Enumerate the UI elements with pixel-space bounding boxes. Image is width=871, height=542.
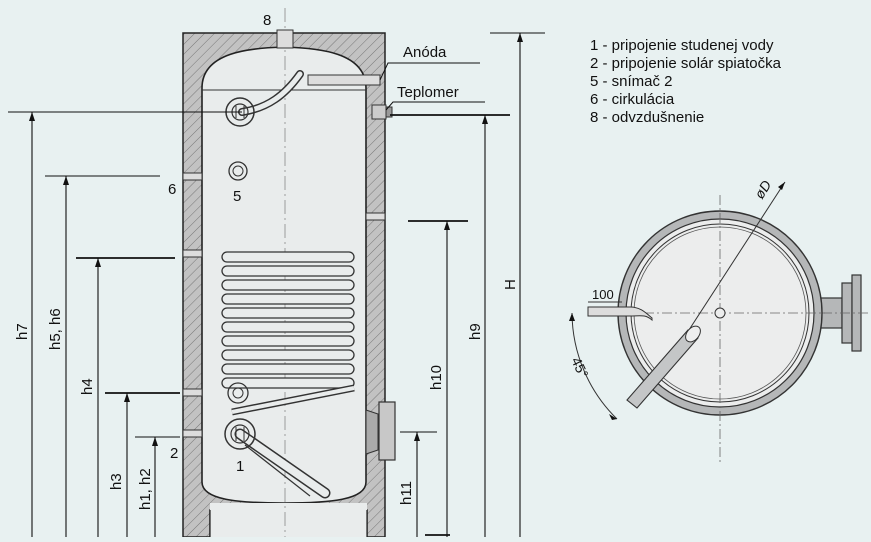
heat-exchanger-coil [221,251,355,389]
dim-h9: h9 [467,323,484,340]
label-anoda: Anóda [403,44,447,61]
label-1: 1 [236,458,244,475]
legend-item: 1 - pripojenie studenej vody [590,37,774,54]
left-dimension-arrows [29,112,158,446]
label-5: 5 [233,188,241,205]
dim-h4: h4 [79,378,96,395]
service-flange [378,401,396,461]
legend: 1 - pripojenie studenej vody 2 - pripoje… [590,37,781,127]
label-diameter: øD [751,177,774,201]
label-6: 6 [168,181,176,198]
dim-h7: h7 [14,323,31,340]
right-dimension-arrows [414,33,523,441]
dim-h1-h2: h1, h2 [137,468,154,510]
label-2: 2 [170,445,178,462]
label-teplomer: Teplomer [397,84,459,101]
thermometer-pocket [371,104,387,120]
label-100: 100 [592,287,614,302]
dim-h11: h11 [398,481,415,505]
label-45-deg: 45° [568,355,591,381]
legend-item: 2 - pripojenie solár spiatočka [590,55,781,72]
legend-item: 8 - odvzdušnenie [590,109,705,126]
vent-connector [276,29,294,49]
right-dimensions [390,32,545,537]
dim-H: H [502,279,519,290]
label-8: 8 [263,12,271,29]
legend-item: 5 - snímač 2 [590,73,673,90]
coil-outlet-port [227,382,249,404]
anode-rod [307,74,381,86]
dim-h5-h6: h5, h6 [47,308,64,350]
top-view [569,181,871,462]
dim-h10: h10 [428,365,445,390]
circulation-port [182,172,203,181]
dim-h3: h3 [108,473,125,490]
sensor-5-port [228,161,248,181]
cold-water-inlet [224,418,256,450]
left-dimensions [8,111,242,537]
legend-item: 6 - cirkulácia [590,91,675,108]
